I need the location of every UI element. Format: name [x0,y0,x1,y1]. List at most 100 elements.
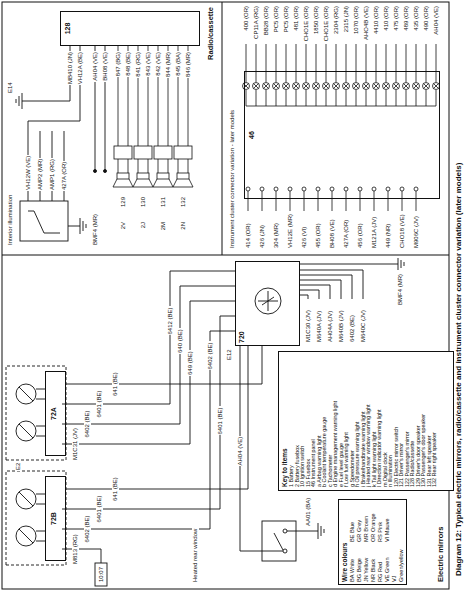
speaker-symbol [158,159,168,173]
wire [300,258,404,270]
cluster-pin [284,84,289,89]
wire-label: BH08 (VE) [102,51,109,82]
radio-wiring [104,170,107,173]
heated-rear-window-switch [262,521,296,561]
box-text: VJ Green/yellow [391,542,404,582]
cluster-pin [326,44,327,106]
wire-connector [66,346,262,384]
connector-block: 72B [45,476,66,561]
panel-frame [2,2,449,589]
cluster-pin [376,44,377,106]
box-text: BA White [349,542,356,582]
cluster-pin [404,84,409,89]
box-text: RS Pink [377,502,384,542]
wire-label: M640B (JV) [338,309,345,343]
callout-number: 132 [180,196,187,208]
cluster-pin [263,83,270,90]
callout-number: 129 [120,196,127,208]
cluster-pin [262,191,263,211]
cluster-pin [346,191,347,211]
wire-label: CHO1E (OR) [323,5,330,42]
component-ref: E12 [226,348,233,361]
cluster-pin [260,187,264,191]
cluster-pin [374,84,379,89]
heated-rear-window-switch [262,521,296,561]
component-label: Heated rear window [192,526,199,583]
wire-label: M640A (JV) [316,310,323,343]
speaker-symbol [114,146,132,159]
box-heading: 720 [236,329,247,345]
wire-label: AA01 (BA) [305,497,312,527]
wire-label: BMF4 (MR) [92,213,99,246]
wire-label: 640 (BE) [177,328,184,354]
wire-label: 435 (OR) [413,5,420,32]
wire-label: VH12E (MR) [287,213,294,249]
wire-label: AH04A (JV) [327,310,334,343]
cluster-pin [414,84,419,89]
speaker-symbol [177,173,189,179]
speaker-symbol [173,179,193,187]
speaker-symbol [157,173,169,179]
cluster-pin [316,187,320,191]
callout-number: 2M [160,221,167,231]
wire-label: 6402 (BE) [84,409,91,438]
cluster-pin [436,44,437,106]
cluster-pin [283,83,290,90]
wire-label: 1070 (OR) [353,5,360,35]
wire-label: 846 (MR) [185,51,192,78]
cluster-pin [290,191,291,211]
cluster-pin [372,187,376,191]
box-heading: 72B [46,477,61,560]
cluster-pin [344,84,349,89]
wire-label: 455 (OR) [315,222,322,249]
page-reference: 10:07 [98,566,105,583]
wire-label: AH04 (VE) [92,51,99,82]
wire-label: BMF4 (MR) [397,273,404,306]
speaker-symbol [137,173,149,179]
cluster-pin [336,44,337,106]
callout-number: 2N [180,221,187,231]
cluster-pin [433,83,440,90]
cluster-pin [413,83,420,90]
wire-label: 6412 (BE) [167,306,174,335]
heated-rear-window-switch [283,529,287,533]
cluster-pin [363,83,370,90]
mirror-joystick [258,291,278,311]
wire-label: 2315 (JN) [343,5,350,33]
connector-block: 72A [45,371,66,456]
cluster-pin [323,83,330,90]
cluster-pin [386,44,387,106]
wire-label: CP11A (RG) [253,5,260,40]
cluster-pin [246,106,436,107]
wire-label: PC5 (OR) [273,5,280,33]
speaker-symbol [113,179,133,187]
wire-label: M1C31 (JV) [72,427,79,461]
speaker-symbol [174,146,192,159]
wire-label: 427A (OR) [61,161,68,191]
wire [318,523,324,539]
wire-label: 6401 (BE) [96,389,103,418]
box-heading: 128 [61,12,71,45]
cluster-pin [293,83,300,90]
component-ref: E14 [7,81,14,94]
wire-label: 456 (OR) [357,222,364,249]
mirror-motor [36,389,45,541]
speaker-symbol [118,159,128,173]
cluster-pin [394,84,399,89]
cluster-pin [346,44,347,106]
wire-label: 426 (VI) [301,226,308,249]
cluster-pin [253,83,260,90]
radio-wiring [94,170,97,173]
cluster-pin [366,44,367,106]
cluster-pin [343,83,350,90]
cluster-pin [416,44,417,106]
wire-label: 6401 (BE) [217,406,224,435]
wire-label: AH04 (VE) [237,436,244,467]
section-heading: Radio/cassette [206,6,215,61]
callout-number: 2V [120,221,127,230]
mirror-motor [6,366,66,460]
wire-label: 481 (OR) [293,5,300,32]
wire-label: 841 (RG) [135,51,142,78]
cluster-pin [254,84,259,89]
speaker-symbol [178,159,188,173]
